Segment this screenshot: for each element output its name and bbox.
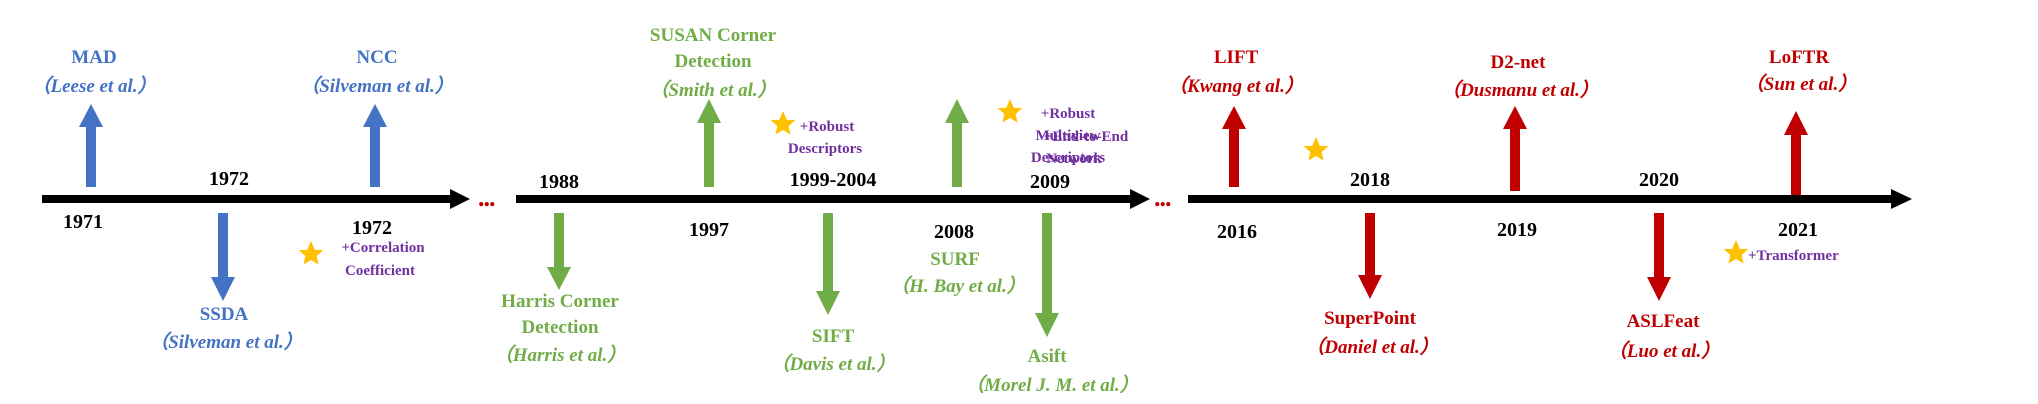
- method-ref-sift: （Davis et al.）: [770, 353, 895, 375]
- arrow-ncc: [363, 104, 387, 187]
- method-ref-superpoint: （Daniel et al.）: [1305, 336, 1439, 358]
- note-robust-desc-line2: Descriptors: [788, 141, 862, 157]
- axis-arrowhead-2: [1130, 189, 1150, 209]
- arrow-lift: [1222, 106, 1246, 187]
- arrow-superpoint: [1358, 213, 1382, 299]
- timeline-axis: ... ...: [42, 183, 1912, 212]
- year-label-harris: 1988: [539, 171, 579, 193]
- method-name-loftr: LoFTR: [1769, 47, 1829, 68]
- star-icon: [1303, 137, 1329, 161]
- method-name-aslfeat: ASLFeat: [1627, 311, 1701, 332]
- arrow-ssda: [211, 213, 235, 301]
- method-arrows: [79, 99, 1808, 337]
- axis-arrowhead-3: [1891, 189, 1912, 209]
- method-name-asift: Asift: [1027, 346, 1067, 367]
- arrow-harris: [547, 213, 571, 290]
- year-label-loftr: 2021: [1778, 219, 1818, 241]
- year-label-susan: 1997: [689, 219, 729, 241]
- arrow-d2net: [1503, 106, 1527, 191]
- highlight-stars: [298, 99, 1749, 265]
- arrow-mad: [79, 104, 103, 187]
- method-ref-susan: （Smith et al.）: [649, 79, 776, 101]
- star-icon: [298, 241, 324, 265]
- star-icon: [997, 99, 1023, 123]
- arrow-sift: [816, 213, 840, 315]
- method-name-susan-line1: SUSAN Corner: [650, 25, 777, 46]
- method-name-lift: LIFT: [1214, 47, 1259, 68]
- year-label-mad: 1971: [63, 211, 103, 233]
- note-correlation-line2: Coefficient: [345, 263, 415, 279]
- method-name-ssda: SSDA: [200, 304, 249, 325]
- method-ref-asift: （Morel J. M. et al.）: [965, 374, 1139, 396]
- method-name-superpoint: SuperPoint: [1324, 308, 1417, 329]
- star-icon: [770, 111, 796, 135]
- note-correlation-line1: +Correlation: [341, 240, 425, 256]
- method-name-harris-line1: Harris Corner: [501, 291, 619, 312]
- method-ref-aslfeat: （Luo et al.）: [1608, 340, 1720, 362]
- method-ref-loftr: （Sun et al.）: [1745, 73, 1857, 95]
- method-name-mad: MAD: [71, 47, 116, 68]
- method-labels: MAD （Leese et al.） SSDA （Silveman et al.…: [31, 25, 1857, 396]
- year-labels: 1971 1972 1972 1988 1997 1999-2004 2008 …: [63, 168, 1818, 243]
- axis-arrowhead-1: [450, 189, 470, 209]
- note-robust-multiview-line2: Multiview: [1036, 128, 1101, 144]
- method-name-ncc: NCC: [356, 47, 397, 68]
- year-label-lift: 2016: [1217, 221, 1257, 243]
- method-name-surf: SURF: [930, 249, 980, 270]
- method-ref-ncc: （Silveman et al.）: [300, 75, 454, 97]
- method-name-susan-line2: Detection: [674, 51, 751, 72]
- method-ref-mad: （Leese et al.）: [31, 75, 156, 97]
- year-label-ssda: 1972: [209, 168, 249, 190]
- year-label-asift: 2009: [1030, 171, 1070, 193]
- note-end-to-end-line2: Network: [1046, 151, 1102, 167]
- note-robust-multiview-line3: Descriptors: [1031, 150, 1105, 166]
- method-ref-surf: （H. Bay et al.）: [890, 275, 1026, 297]
- year-label-aslfeat: 2020: [1639, 169, 1679, 191]
- method-ref-d2net: （Dusmanu et al.）: [1441, 79, 1599, 101]
- year-label-sift: 1999-2004: [790, 169, 877, 191]
- note-end-to-end-line1: +End-to-End: [1044, 129, 1129, 145]
- year-label-ncc: 1972: [352, 217, 392, 239]
- improvement-notes: +Correlation Coefficient +Robust Descrip…: [341, 106, 1839, 279]
- arrow-surf: [945, 99, 969, 187]
- method-name-sift: SIFT: [812, 326, 855, 347]
- method-ref-ssda: （Silveman et al.）: [149, 331, 303, 353]
- arrow-loftr: [1784, 111, 1808, 195]
- arrow-aslfeat: [1647, 213, 1671, 301]
- method-name-harris-line2: Detection: [521, 317, 598, 338]
- note-robust-multiview-line1: +Robust: [1041, 106, 1095, 122]
- note-robust-desc-line1: +Robust: [800, 119, 854, 135]
- method-name-d2net: D2-net: [1491, 52, 1547, 73]
- year-label-surf: 2008: [934, 221, 974, 243]
- star-icon: [1723, 240, 1749, 264]
- note-transformer: +Transformer: [1748, 248, 1839, 264]
- ellipsis-2: ...: [1154, 183, 1171, 212]
- arrow-asift: [1035, 213, 1059, 337]
- method-ref-lift: （Kwang et al.）: [1168, 75, 1304, 97]
- method-ref-harris: （Harris et al.）: [494, 344, 626, 366]
- arrow-susan: [697, 99, 721, 187]
- ellipsis-1: ...: [478, 183, 495, 212]
- year-label-superpoint: 2018: [1350, 169, 1390, 191]
- year-label-d2net: 2019: [1497, 219, 1537, 241]
